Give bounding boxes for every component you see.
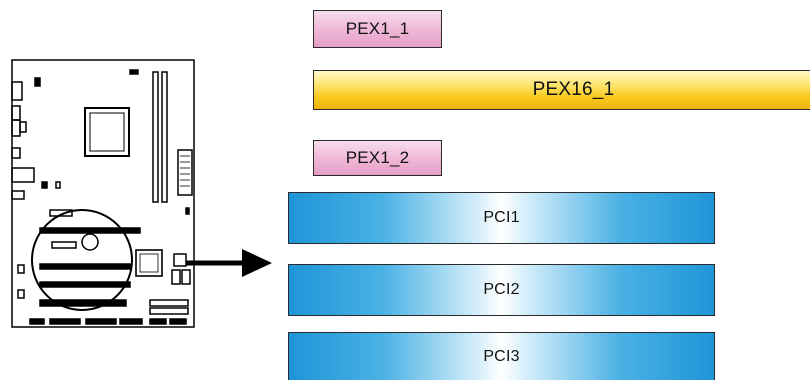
arrow-right-icon <box>186 249 272 277</box>
pex1-1-slot: PEX1_1 <box>313 10 442 48</box>
pci2-label: PCI2 <box>483 281 520 298</box>
pex1-2-label: PEX1_2 <box>345 148 410 167</box>
pex16-1-slot: PEX16_1 <box>313 70 810 110</box>
pci2-slot: PCI2 <box>288 264 715 316</box>
pex16-1-label: PEX16_1 <box>532 79 615 100</box>
pex1-1-label: PEX1_1 <box>345 19 410 38</box>
pci1-label: PCI1 <box>483 209 520 226</box>
pex1-2-slot: PEX1_2 <box>313 140 442 176</box>
motherboard-outline-icon <box>11 59 195 328</box>
pci3-slot: PCI3 <box>288 332 715 380</box>
pci3-label: PCI3 <box>483 347 520 365</box>
pci1-slot: PCI1 <box>288 192 715 244</box>
